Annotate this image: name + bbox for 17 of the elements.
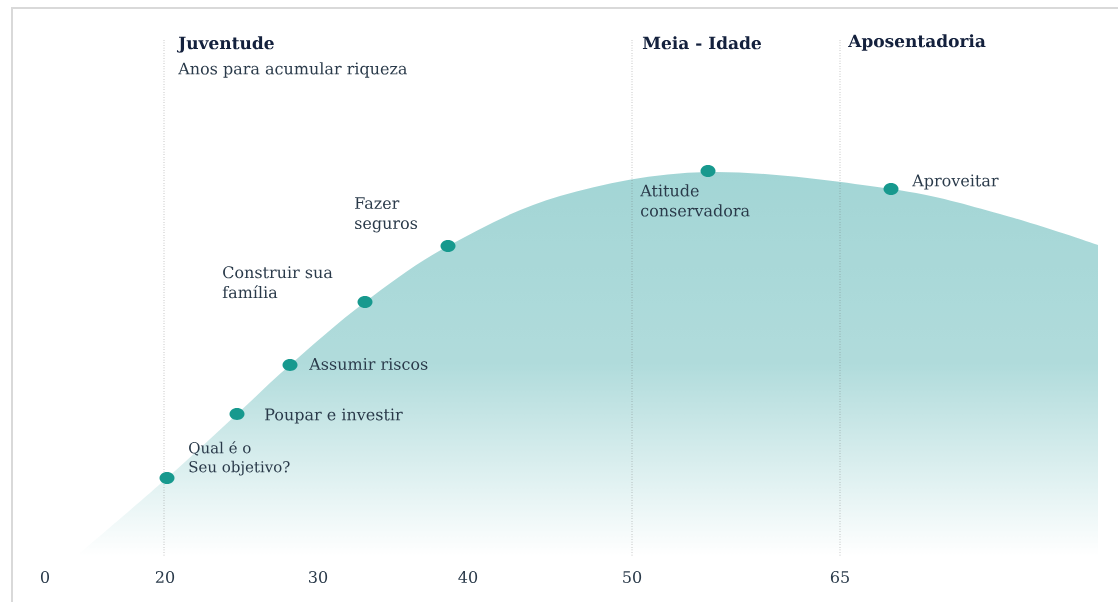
axis-tick-label: 65 bbox=[830, 570, 849, 584]
stage-heading: Aposentadoria bbox=[848, 34, 986, 51]
milestone-label: Qual é o Seu objetivo? bbox=[189, 441, 290, 476]
axis-tick-label: 50 bbox=[623, 570, 642, 584]
axis-tick-label: 30 bbox=[309, 570, 328, 584]
stage-heading: Juventude bbox=[176, 36, 274, 53]
axis-tick-label: 20 bbox=[155, 570, 175, 584]
milestone-label: Fazer seguros bbox=[355, 197, 418, 233]
milestone-label: Construir sua família bbox=[222, 266, 333, 299]
stage-subtitle: Anos para acumular riqueza bbox=[178, 62, 407, 78]
axis-tick-label: 0 bbox=[40, 570, 49, 584]
milestone-label: Aproveitar bbox=[912, 174, 999, 190]
axis-tick-label: 40 bbox=[458, 570, 478, 584]
milestone-label: Assumir riscos bbox=[309, 358, 428, 370]
stage-heading: Meia - Idade bbox=[642, 36, 761, 50]
milestone-label: Atitude conservadora bbox=[640, 184, 750, 217]
milestone-label: Poupar e investir bbox=[265, 408, 403, 424]
